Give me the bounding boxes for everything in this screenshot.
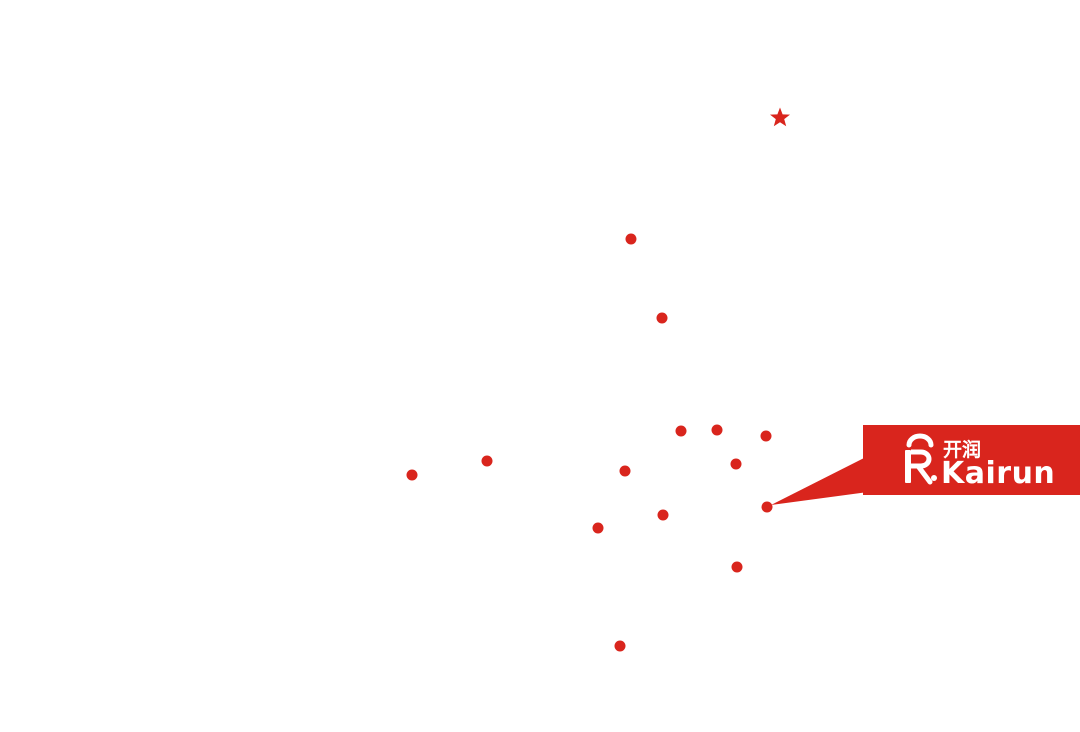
location-dot-icon[interactable] — [592, 522, 604, 534]
location-dot-icon[interactable] — [619, 465, 631, 477]
star-icon[interactable] — [770, 107, 790, 127]
location-dot-icon[interactable] — [657, 509, 669, 521]
kairun-r-logo-icon — [905, 433, 937, 485]
location-dot-icon[interactable] — [730, 458, 742, 470]
location-dot-icon[interactable] — [731, 561, 743, 573]
location-dots — [406, 233, 773, 652]
callout-pointer — [771, 456, 868, 505]
location-dot-icon[interactable] — [760, 430, 772, 442]
location-dot-icon[interactable] — [614, 640, 626, 652]
brand-callout[interactable]: 开润 Kairun — [863, 425, 1080, 495]
location-dot-icon[interactable] — [711, 424, 723, 436]
location-dot-icon[interactable] — [675, 425, 687, 437]
brand-callout-box — [863, 425, 1080, 495]
location-dot-icon[interactable] — [406, 469, 418, 481]
location-dot-icon-highlighted[interactable] — [761, 501, 773, 513]
brand-name-en: Kairun — [941, 456, 1055, 491]
location-dot-icon[interactable] — [656, 312, 668, 324]
location-dot-icon[interactable] — [481, 455, 493, 467]
brand-name-cn: 开润 — [943, 438, 981, 461]
location-dot-icon[interactable] — [625, 233, 637, 245]
